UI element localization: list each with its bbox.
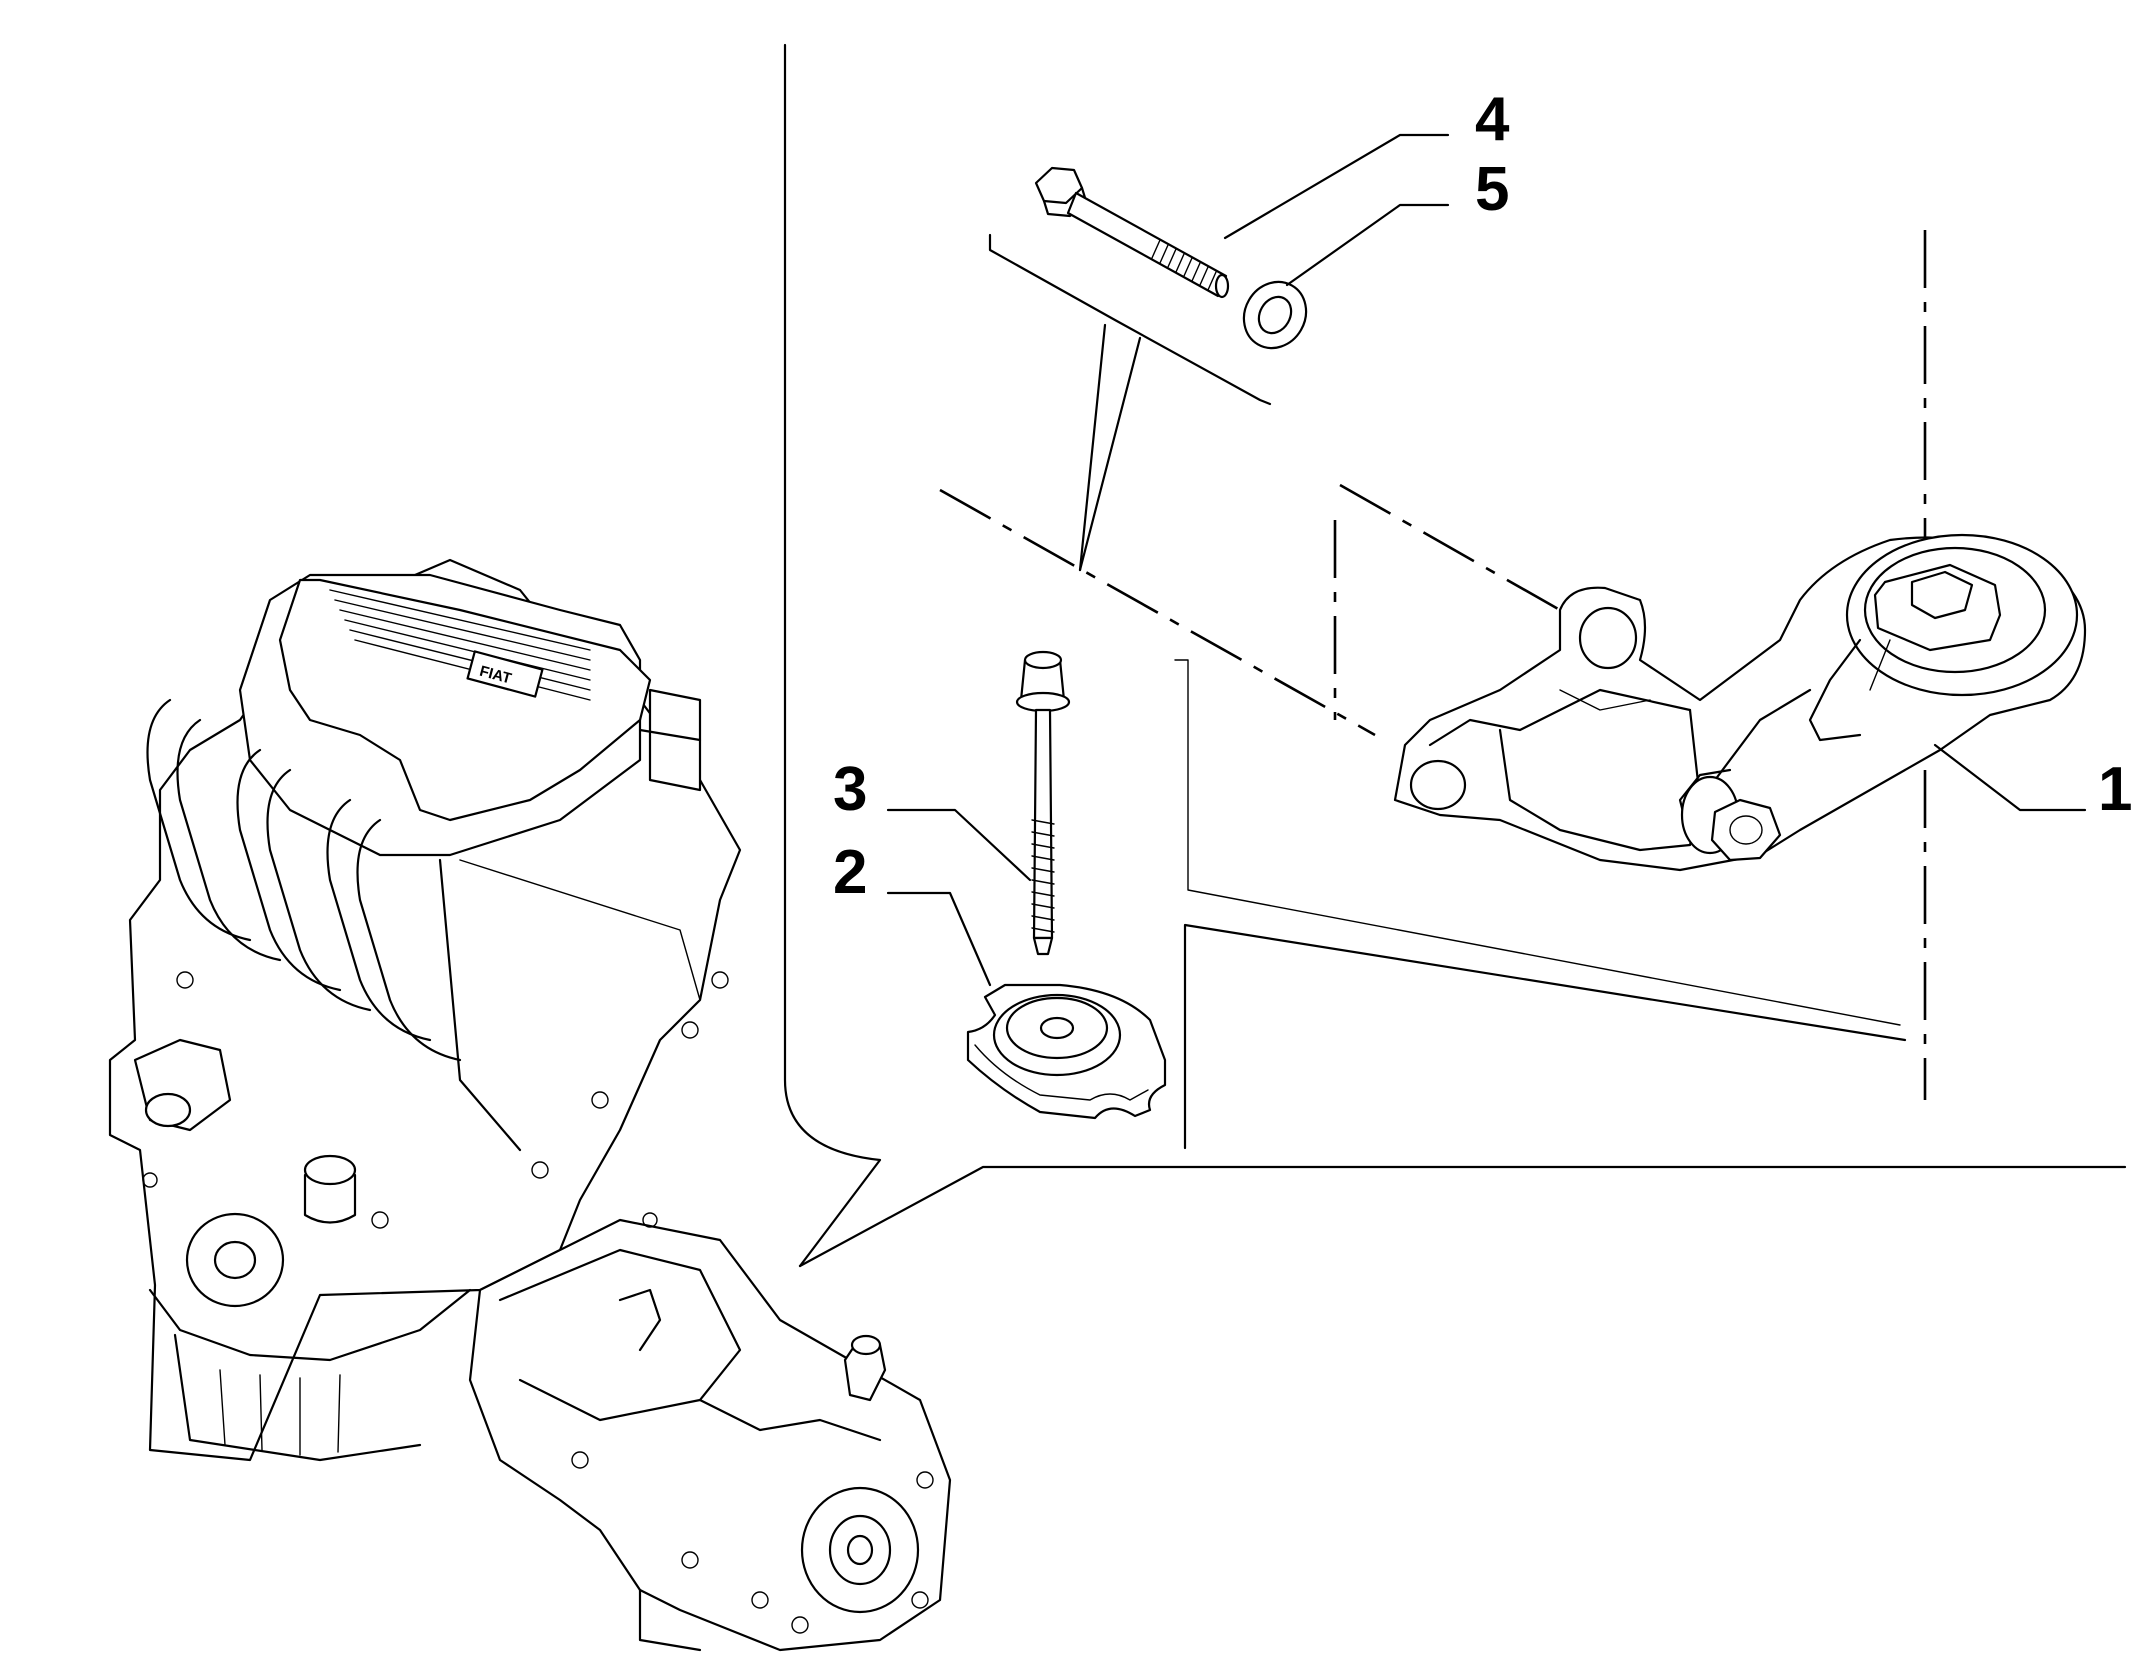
callout-5: 5 bbox=[1475, 155, 1509, 224]
callout-1: 1 bbox=[2098, 755, 2132, 824]
detail-frame bbox=[783, 43, 2127, 1268]
washer bbox=[1242, 280, 1308, 350]
callout-4: 4 bbox=[1475, 85, 1510, 154]
flange-bolt bbox=[1015, 650, 1071, 956]
axis-lines bbox=[939, 230, 1927, 1100]
callout-2: 2 bbox=[833, 838, 867, 907]
mounting-plate bbox=[966, 983, 1167, 1120]
engine-mount-bracket bbox=[1393, 533, 2087, 872]
callout-3: 3 bbox=[833, 755, 867, 824]
bolt-group-bracket bbox=[988, 233, 1272, 572]
leader-lines bbox=[886, 133, 2087, 987]
engine-transmission-assembly: FIAT bbox=[108, 558, 952, 1652]
long-hex-bolt bbox=[1034, 166, 1230, 299]
